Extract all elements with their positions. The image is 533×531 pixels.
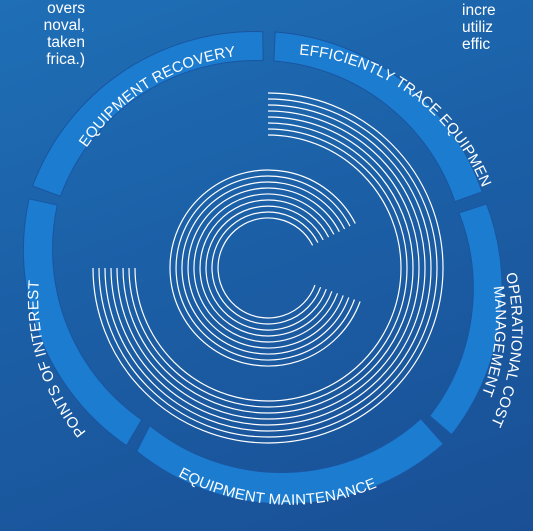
outer-arc-line: [128, 128, 408, 408]
segment-ring: [22, 31, 503, 505]
right-text-line: utiliz: [462, 19, 494, 36]
right-paragraph-fragment: incre utiliz effic: [462, 2, 496, 53]
ring-segment-operational-cost-management: [429, 203, 503, 436]
left-text-line: frica.): [46, 51, 85, 68]
inner-arc-line: [193, 193, 339, 343]
left-text-line: noval,: [43, 17, 85, 34]
outer-arc-line: [104, 104, 432, 432]
inner-arc-line: [187, 187, 344, 349]
inner-arc-line: [211, 211, 322, 325]
outer-arc-line: [98, 98, 438, 438]
inner-arc-line: [175, 175, 356, 361]
concentric-arc-lines: [92, 92, 444, 444]
right-text-line: incre: [462, 2, 496, 19]
ring-segment-equipment-recovery: [31, 31, 264, 198]
outer-arc-line: [134, 134, 402, 402]
right-text-line: effic: [462, 36, 491, 53]
ring-segment-equipment-maintenance: [136, 418, 445, 505]
inner-arc-line: [217, 217, 316, 319]
inner-arc-line: [205, 205, 327, 331]
inner-arc-line: [199, 199, 333, 337]
left-paragraph-fragment: overs noval, taken frica.): [44, 0, 85, 68]
inner-arc-line: [169, 169, 361, 367]
outer-arc-line: [116, 116, 420, 420]
left-text-line: overs: [47, 0, 85, 17]
left-text-line: taken: [47, 34, 85, 51]
outer-arc-line: [122, 122, 414, 414]
inner-arc-line: [181, 181, 350, 355]
ring-segment-points-of-interest: [22, 198, 143, 447]
outer-arc-line: [110, 110, 426, 426]
ring-segment-efficiently-trace-equipment: [273, 31, 483, 203]
outer-arc-line: [92, 92, 444, 444]
